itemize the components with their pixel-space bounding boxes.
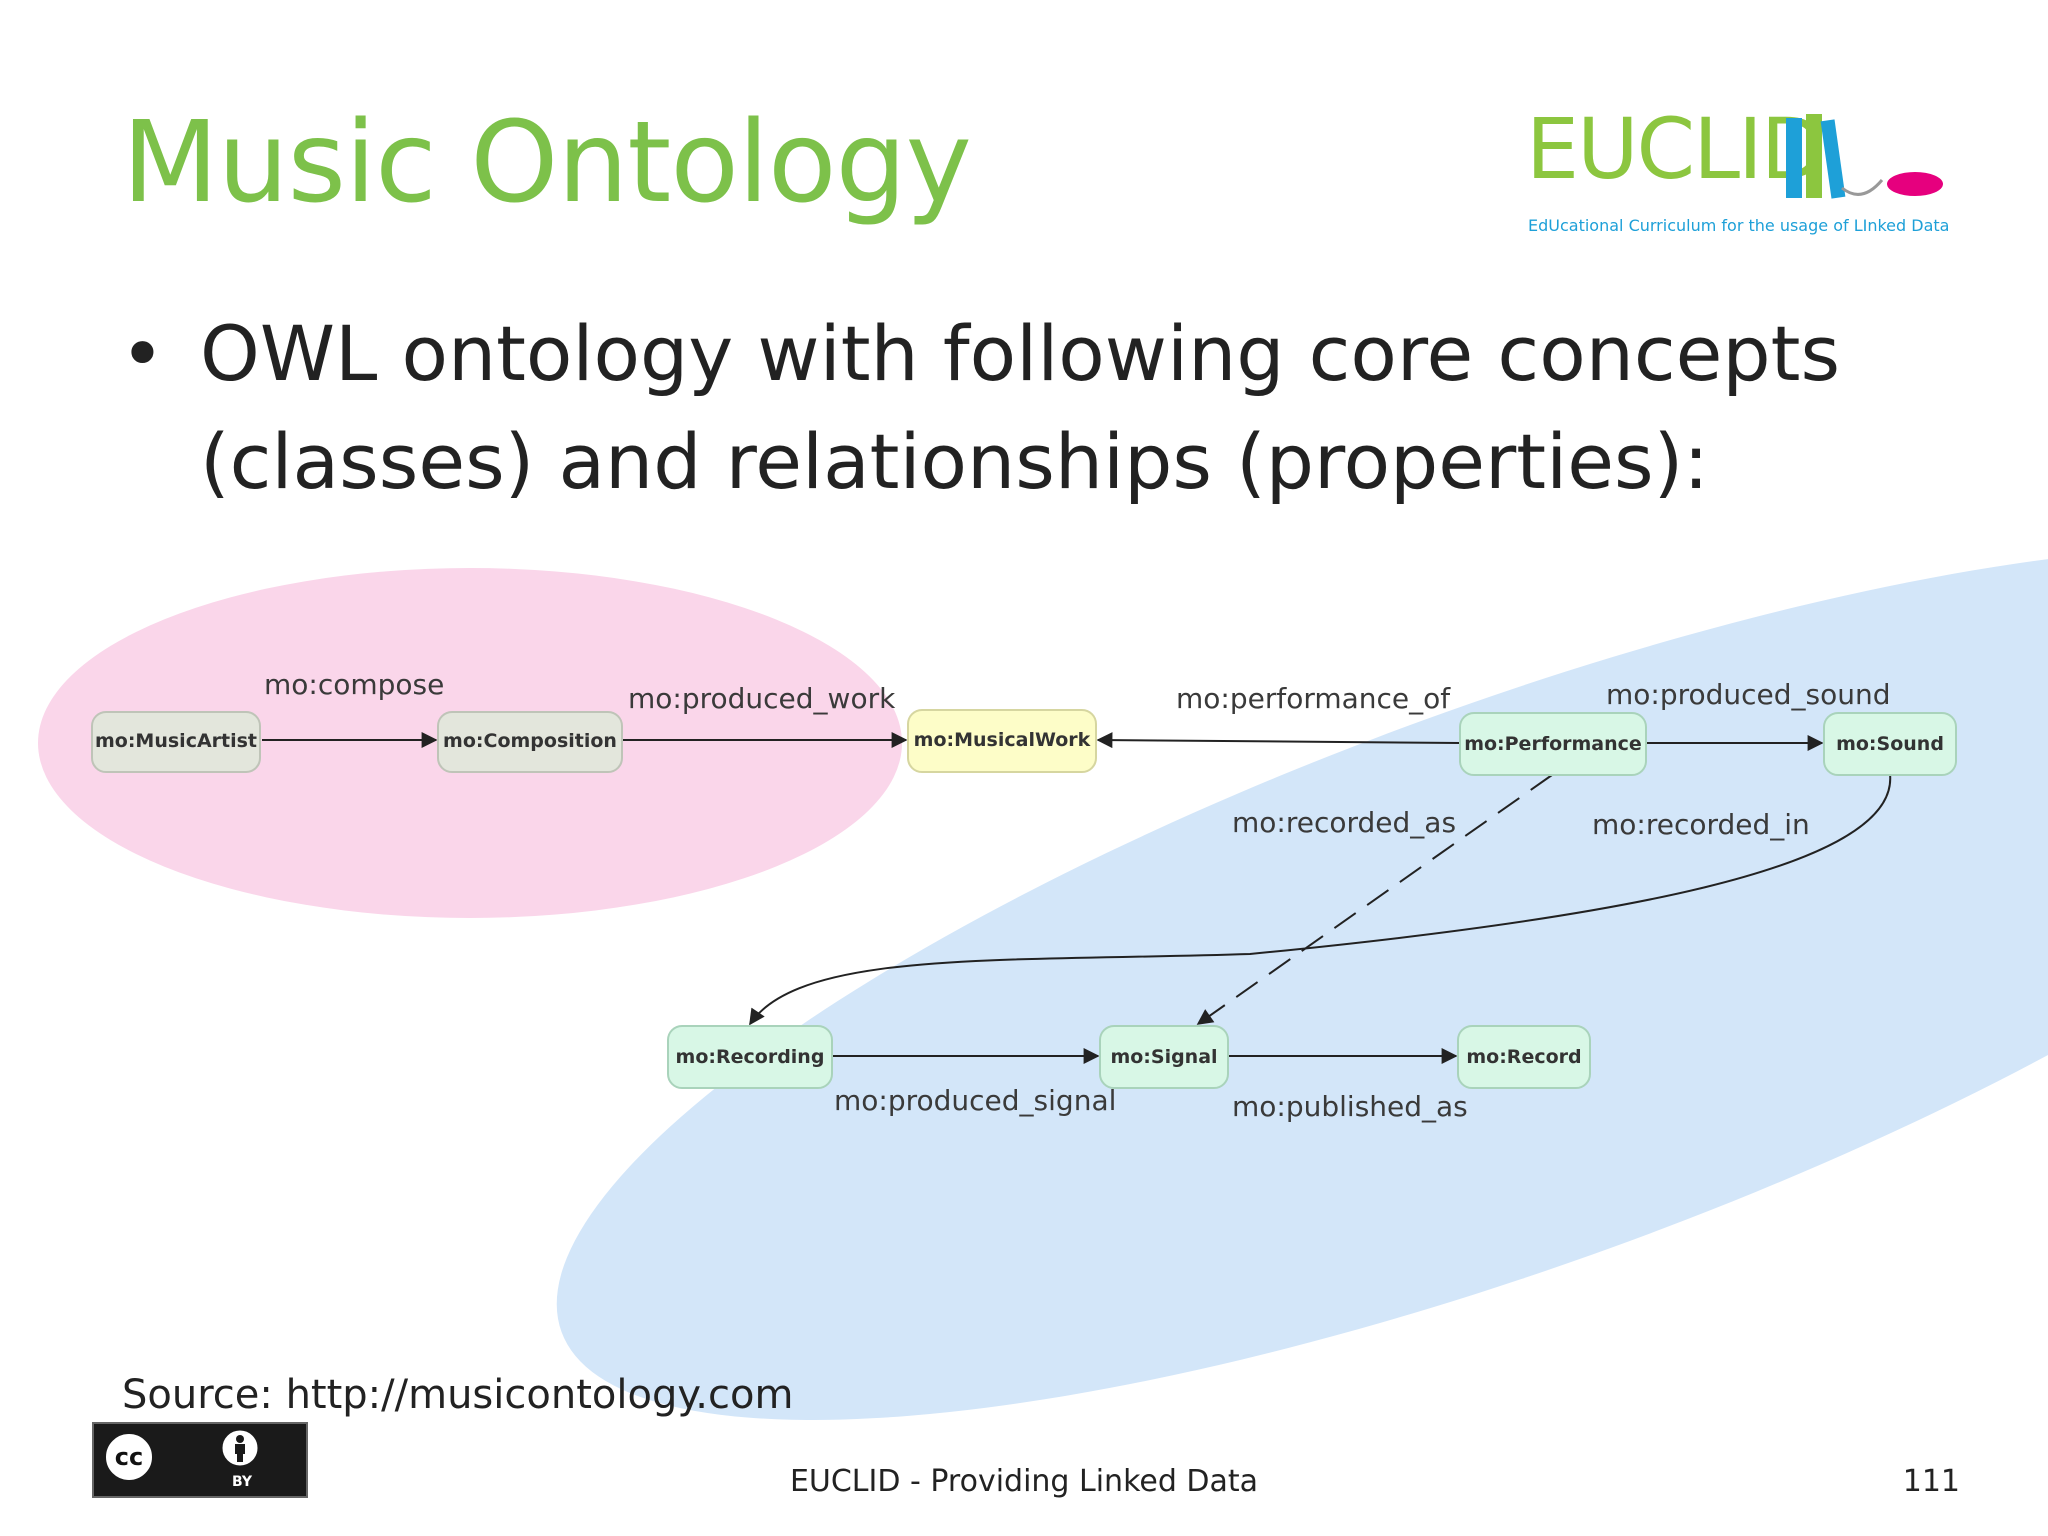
node-music-artist: mo:MusicArtist: [91, 711, 261, 773]
edge-label-recorded-in: mo:recorded_in: [1592, 808, 1810, 841]
node-signal: mo:Signal: [1099, 1025, 1229, 1089]
edge-label-performance-of: mo:performance_of: [1176, 682, 1451, 715]
page-number: 111: [1902, 1464, 1960, 1499]
node-label: mo:Signal: [1110, 1046, 1217, 1068]
node-label: mo:Sound: [1836, 733, 1944, 755]
node-label: mo:MusicArtist: [95, 730, 257, 752]
node-sound: mo:Sound: [1823, 712, 1957, 776]
performance-region: [556, 546, 2048, 1420]
node-performance: mo:Performance: [1459, 712, 1647, 776]
edge-recorded-in: [749, 773, 1892, 1026]
edge-label-produced-signal: mo:produced_signal: [834, 1084, 1116, 1117]
slide-title: Music Ontology: [122, 98, 972, 228]
attribution-person-icon: [219, 1427, 261, 1469]
books-icon: [1786, 114, 1884, 199]
mouse-icon: [1887, 172, 1943, 196]
cc-license-badge[interactable]: cc BY: [92, 1422, 308, 1498]
edge-recorded-as: [1196, 774, 1553, 1025]
node-label: mo:Recording: [676, 1046, 825, 1068]
edge-performance-of: [1096, 732, 1461, 749]
edge-label-published-as: mo:published_as: [1232, 1090, 1468, 1123]
source-citation: Source: http://musicontology.com: [122, 1372, 794, 1418]
footer-text: EUCLID - Providing Linked Data: [789, 1464, 1259, 1499]
cc-by-label: BY: [231, 1474, 253, 1490]
edge-label-recorded-as: mo:recorded_as: [1232, 806, 1456, 839]
bullet-marker: •: [120, 309, 165, 398]
logo-wordmark: EUCLID: [1526, 100, 1825, 198]
edge-label-produced-work: mo:produced_work: [628, 682, 896, 715]
node-record: mo:Record: [1457, 1025, 1591, 1089]
node-label: mo:Performance: [1464, 733, 1642, 755]
bullet-line-1: OWL ontology with following core concept…: [200, 309, 1841, 398]
node-label: mo:Composition: [443, 730, 617, 752]
node-composition: mo:Composition: [437, 711, 623, 773]
logo-tagline: EdUcational Curriculum for the usage of …: [1528, 216, 1950, 235]
node-label: mo:MusicalWork: [914, 729, 1091, 751]
edge-label-compose: mo:compose: [264, 668, 444, 701]
euclid-logo: EUCLID EdUcational Curriculum for the us…: [1520, 100, 1960, 250]
bullet-text: OWL ontology with following core concept…: [200, 300, 1960, 516]
edge-label-produced-sound: mo:produced_sound: [1606, 678, 1891, 711]
node-label: mo:Record: [1466, 1046, 1581, 1068]
node-recording: mo:Recording: [667, 1025, 833, 1089]
cc-icon: cc: [102, 1430, 156, 1484]
node-musical-work: mo:MusicalWork: [907, 709, 1097, 773]
bullet-line-2: (classes) and relationships (properties)…: [200, 417, 1709, 506]
